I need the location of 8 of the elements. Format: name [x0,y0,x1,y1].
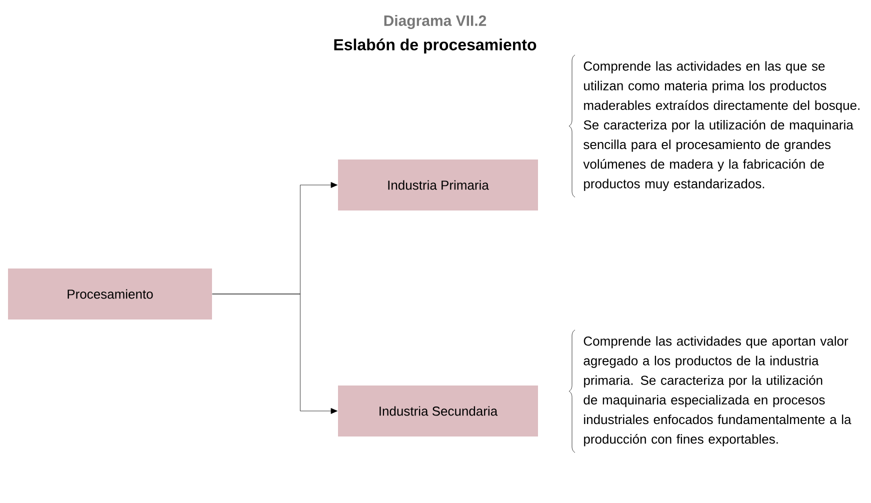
process-box: Industria Primaria [338,160,538,210]
process-box: Procesamiento [8,268,212,320]
description-text: Comprende las actividades que aportan valor agregado a los productos de la industria primaria. Se caracteriza por la utilización de maquinaria especializada en procesos industriales enfocados fundamentalmente a la producción con fines exportables. [584,336,852,446]
diagram-title: Diagrama VII.2 [384,14,486,30]
arrow [212,294,338,414]
description-text: Comprende las actividades en las que se utilizan como materia prima los productos maderables extraídos directamente del bosque. Se caracteriza por la utilización de maquinaria sencilla para el procesamiento de grandes volúmenes de madera y la fabricación de productos muy estandarizados. [583,61,860,191]
subtitle: Eslabón de procesamiento [334,38,536,54]
process-box: Industria Secundaria [338,386,538,436]
